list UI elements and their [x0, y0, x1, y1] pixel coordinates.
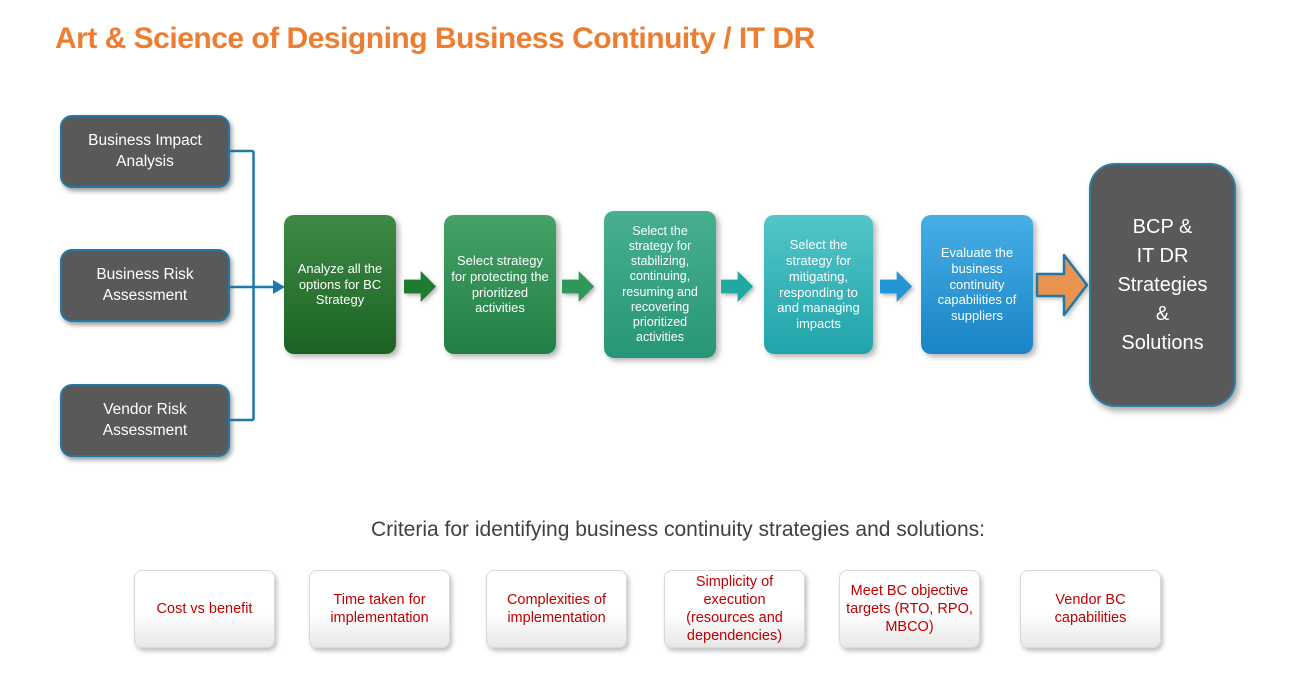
flow-step-evaluate-suppliers: Evaluate the business continuity capabil… [921, 215, 1033, 354]
flow-step-label: Select the strategy for stabilizing, con… [622, 223, 698, 345]
input-box-business-risk-assessment: Business Risk Assessment [60, 249, 230, 322]
flow-step-mitigating-strategy: Select the strategy for mitigating, resp… [764, 215, 873, 354]
criteria-box-cost-vs-benefit: Cost vs benefit [134, 570, 275, 648]
criteria-label: Meet BC objective targets (RTO, RPO, MBC… [846, 582, 973, 636]
criteria-box-vendor-bc: Vendor BC capabilities [1020, 570, 1161, 648]
flow-step-label: Evaluate the business continuity capabil… [937, 244, 1017, 324]
connector-lines [230, 149, 285, 422]
connector-arrow-icon [273, 280, 285, 294]
input-box-label: Vendor Risk Assessment [102, 401, 188, 439]
criteria-label: Time taken for implementation [330, 591, 429, 626]
result-box-label: BCP & IT DR Strategies & Solutions [1117, 215, 1208, 354]
criteria-label: Simplicity of execution (resources and d… [686, 573, 783, 645]
flow-step-analyze-options: Analyze all the options for BC Strategy [284, 215, 396, 354]
flow-step-label: Select the strategy for mitigating, resp… [777, 236, 860, 332]
flow-step-stabilizing-strategy: Select the strategy for stabilizing, con… [604, 211, 716, 358]
right-arrow-icon [880, 271, 912, 302]
criteria-heading: Criteria for identifying business contin… [371, 518, 985, 541]
page-title: Art & Science of Designing Business Cont… [55, 22, 815, 55]
input-box-vendor-risk-assessment: Vendor Risk Assessment [60, 384, 230, 457]
input-box-label: Business Risk Assessment [96, 266, 194, 304]
criteria-box-objective-targets: Meet BC objective targets (RTO, RPO, MBC… [839, 570, 980, 648]
flow-step-label: Select strategy for protecting the prior… [451, 252, 549, 316]
criteria-box-simplicity: Simplicity of execution (resources and d… [664, 570, 805, 648]
result-box-bcp-itdr: BCP & IT DR Strategies & Solutions [1089, 163, 1236, 407]
connector-path [230, 149, 274, 422]
flow-step-protecting-strategy: Select strategy for protecting the prior… [444, 215, 556, 354]
criteria-label: Cost vs benefit [156, 600, 253, 617]
big-orange-arrow-icon [1035, 253, 1089, 317]
criteria-box-complexities: Complexities of implementation [486, 570, 627, 648]
right-arrow-icon [404, 271, 436, 302]
right-arrow-icon [721, 271, 753, 302]
criteria-label: Complexities of implementation [506, 591, 607, 626]
right-arrow-icon [562, 271, 594, 302]
flow-step-label: Analyze all the options for BC Strategy [297, 260, 383, 308]
criteria-label: Vendor BC capabilities [1054, 591, 1127, 626]
input-box-label: Business Impact Analysis [88, 132, 202, 170]
input-box-business-impact-analysis: Business Impact Analysis [60, 115, 230, 188]
criteria-box-time-taken: Time taken for implementation [309, 570, 450, 648]
